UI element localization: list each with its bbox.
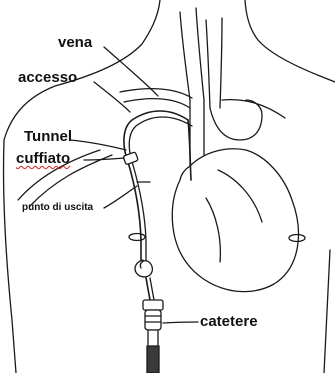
label-punto-uscita: punto di uscita bbox=[22, 203, 93, 213]
jugular-vein-left bbox=[180, 12, 190, 100]
leader-catetere bbox=[163, 322, 198, 323]
catheter-coil bbox=[135, 260, 152, 277]
leader-punto-uscita bbox=[104, 186, 137, 208]
leader-accesso bbox=[94, 82, 130, 112]
label-catetere: catetere bbox=[200, 314, 258, 329]
neck-right-outline bbox=[245, 0, 335, 82]
label-accesso: accesso bbox=[18, 70, 77, 85]
carotid-right bbox=[220, 18, 222, 108]
leader-tunnel bbox=[70, 140, 126, 150]
left-nipple bbox=[129, 234, 145, 241]
aortic-arch bbox=[210, 100, 262, 140]
carotid-left bbox=[206, 20, 210, 108]
catheter-external-tube bbox=[146, 278, 150, 300]
label-cuffiato: cuffiato bbox=[16, 151, 70, 166]
catheter-clamp bbox=[143, 300, 163, 310]
label-tunnel: Tunnel bbox=[24, 129, 72, 144]
catheter-external-tube-2 bbox=[150, 278, 154, 300]
catheter-hub bbox=[145, 310, 161, 330]
catheter-cap bbox=[147, 346, 159, 373]
right-side-outline bbox=[324, 250, 330, 373]
left-arm-outline bbox=[3, 140, 16, 373]
subclavian-vein-lower bbox=[124, 99, 190, 108]
label-vena: vena bbox=[58, 35, 92, 50]
jugular-vein-right bbox=[196, 8, 204, 100]
